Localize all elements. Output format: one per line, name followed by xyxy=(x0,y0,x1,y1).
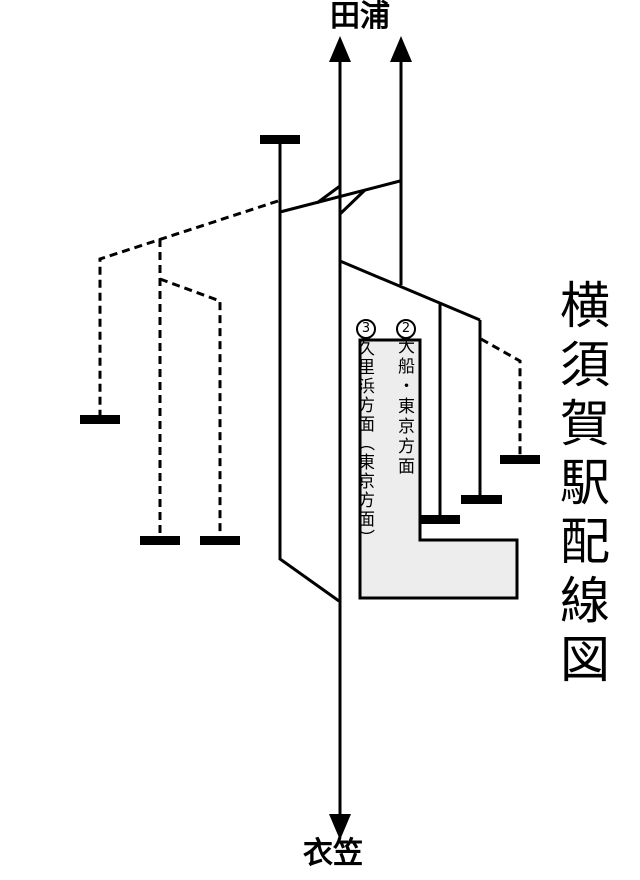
crossover-switch-left xyxy=(316,184,341,205)
track-end-marker xyxy=(80,415,120,424)
arrow-down-icon xyxy=(329,814,351,840)
platform-number-badge-3: 3 xyxy=(356,319,376,339)
arrow-up-icon xyxy=(329,36,351,62)
platform-number-badge-2: 2 xyxy=(396,319,416,339)
track-end-marker xyxy=(260,135,300,144)
dashed-siding-3 xyxy=(159,277,222,535)
upper-crossover-diagonal xyxy=(279,179,401,214)
platform-direction-label-3: 久里浜方面（東京方面） xyxy=(354,339,374,548)
arrow-up-icon xyxy=(390,36,412,62)
siding-track-west xyxy=(278,143,340,603)
track-end-marker xyxy=(420,515,460,524)
dashed-siding-1 xyxy=(98,199,279,415)
lower-junction-diagonal xyxy=(339,259,481,322)
station-label-kinugasa: 衣笠 xyxy=(303,836,363,871)
platform-direction-label-2: 大船・東京方面 xyxy=(394,337,414,477)
track-end-marker xyxy=(200,536,240,545)
track-end-marker xyxy=(461,495,502,504)
dashed-siding-4 xyxy=(480,337,522,455)
track-end-marker xyxy=(500,455,540,464)
crossover-switch-right xyxy=(338,188,367,216)
track-end-marker xyxy=(140,536,180,545)
station-label-taura: 田浦 xyxy=(330,0,390,34)
diagram-title: 横須賀駅配線図 xyxy=(552,279,610,692)
platform-shape xyxy=(358,338,519,600)
